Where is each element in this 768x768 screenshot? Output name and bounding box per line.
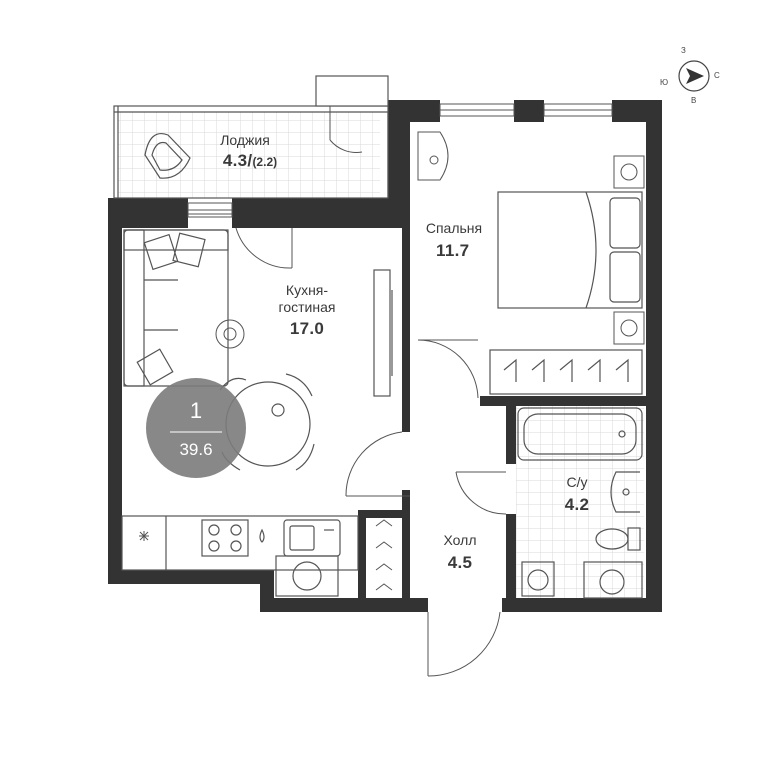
loggia-chair-icon	[144, 133, 191, 179]
room-area-kitchen: 17.0	[289, 319, 325, 338]
room-area-loggia-main: 4.3	[222, 151, 248, 170]
washbasin-icon	[610, 471, 640, 513]
coffee-table-icon	[215, 319, 245, 349]
room-area-loggia: 4.3/(2.2)	[205, 150, 295, 171]
bed-icon	[497, 191, 643, 309]
compass-north-label: З	[681, 46, 686, 55]
sofa-icon	[123, 229, 229, 387]
room-area-loggia-sub: (2.2)	[252, 155, 278, 169]
loggia-door-swing	[329, 106, 363, 153]
kitchen-door-swing	[235, 227, 293, 269]
loggia	[113, 75, 389, 199]
room-name-hall: Холл	[443, 532, 477, 548]
room-name-kitchen: Кухня- гостиная	[278, 282, 336, 315]
toilet-icon	[595, 527, 641, 551]
room-area-loggia-sep: /	[247, 151, 253, 170]
hall-closet	[375, 519, 393, 591]
compass-west-label: Ю	[660, 78, 669, 87]
bedroom-desk-icon	[417, 131, 449, 181]
kitchen-counter	[121, 515, 359, 597]
hall-door-swing	[345, 431, 410, 497]
room-area-hall: 4.5	[447, 553, 473, 572]
room-area-bathroom: 4.2	[564, 495, 590, 514]
washing-machine-icon	[521, 561, 643, 599]
bedroom-door-swing	[417, 339, 479, 399]
snowflake-icon	[139, 531, 149, 541]
room-name-bedroom: Спальня	[425, 220, 483, 236]
room-area-bedroom: 11.7	[436, 241, 470, 260]
room-name-loggia: Лоджия	[220, 132, 270, 148]
bathtub-icon	[517, 407, 643, 461]
compass-icon	[678, 60, 710, 92]
wardrobe-icon	[489, 349, 643, 395]
tv-cabinet-icon	[373, 269, 393, 397]
windows	[187, 103, 613, 218]
badge-total-area: 39.6	[179, 440, 213, 459]
entry-door-swing	[427, 611, 501, 677]
walls	[108, 100, 662, 612]
badge-room-count: 1	[189, 398, 203, 423]
compass-east-label: С	[714, 71, 720, 80]
compass-south-label: В	[691, 96, 697, 105]
loggia-tile-floor	[118, 112, 380, 198]
bath-door-swing	[455, 471, 507, 515]
room-name-bathroom: С/у	[566, 474, 588, 490]
nightstand-icon	[613, 155, 645, 345]
apartment-badge	[146, 378, 246, 478]
